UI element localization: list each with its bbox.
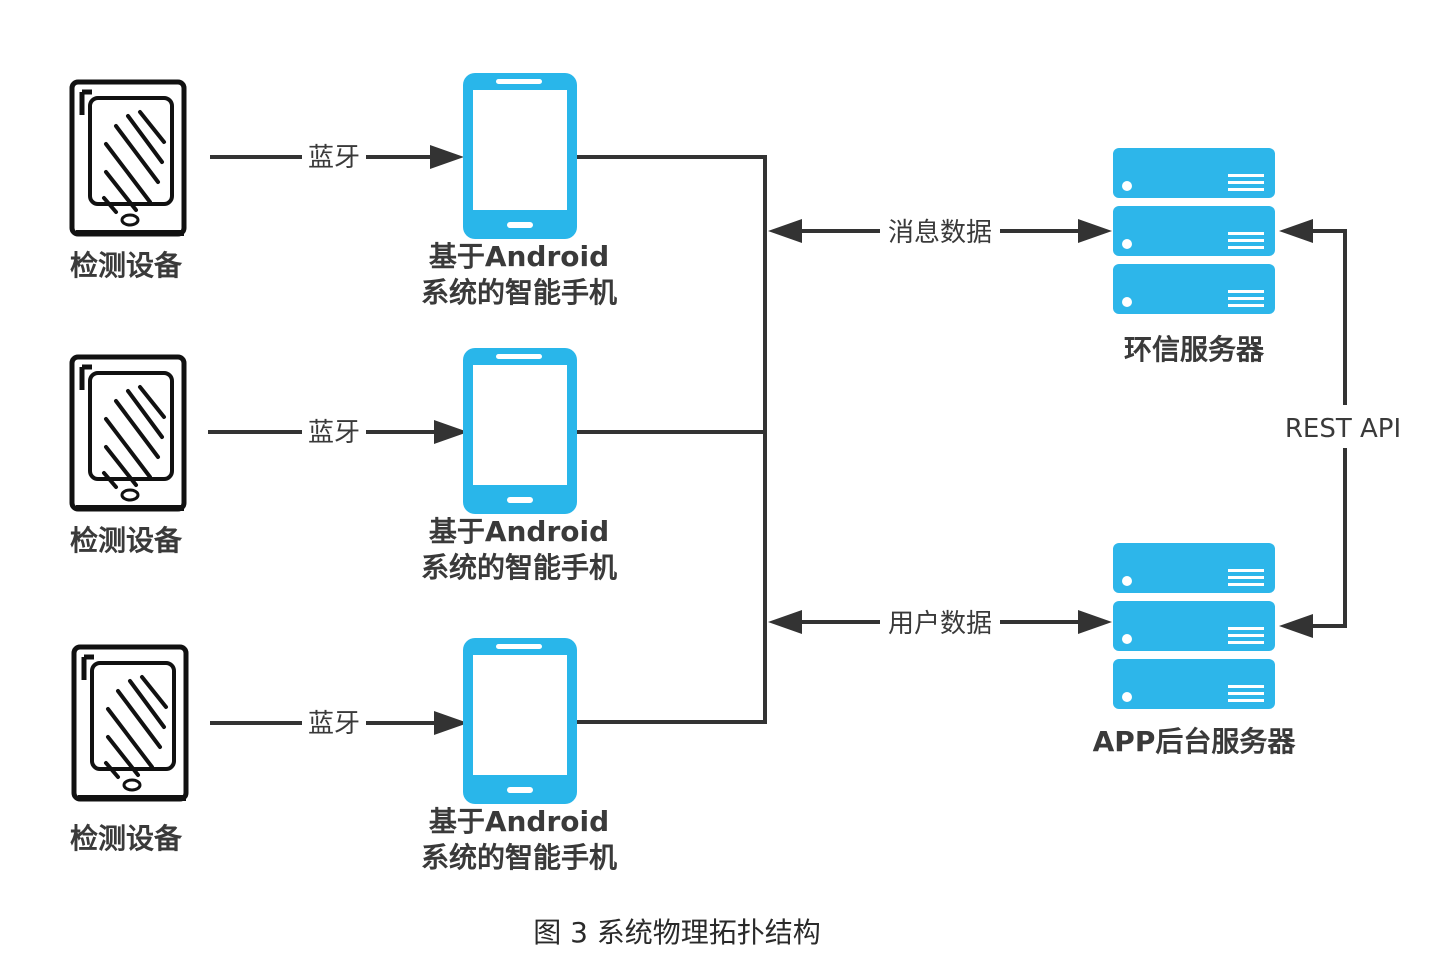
tablet-icon: [72, 82, 184, 236]
arrow-left-icon: [768, 610, 802, 634]
smartphone-icon: [463, 348, 577, 514]
phone-label-line1: 基于Android: [429, 515, 609, 548]
bluetooth-link-2: 蓝牙: [208, 418, 468, 448]
bluetooth-link-3: 蓝牙: [210, 709, 468, 739]
phone-label-line2: 系统的智能手机: [421, 276, 617, 309]
device-label: 检测设备: [70, 249, 183, 282]
app-server-label: APP后台服务器: [1093, 725, 1297, 758]
arrow-right-icon: [1078, 219, 1112, 243]
figure-caption: 图 3 系统物理拓扑结构: [533, 916, 821, 949]
im-server-label: 环信服务器: [1124, 333, 1265, 366]
arrow-right-icon: [434, 711, 468, 735]
message-data-link: 消息数据: [768, 218, 1112, 248]
bluetooth-label: 蓝牙: [308, 143, 360, 173]
phone-label-line1: 基于Android: [429, 805, 609, 838]
rest-api-link: REST API: [1279, 219, 1401, 638]
android-phone-3: 基于Android 系统的智能手机: [421, 638, 617, 874]
smartphone-icon: [463, 73, 577, 239]
user-data-label: 用户数据: [888, 609, 992, 639]
arrow-right-icon: [430, 145, 464, 169]
device-label: 检测设备: [70, 524, 183, 557]
detection-device-3: 检测设备: [70, 647, 186, 855]
server-rack-icon: [1113, 543, 1275, 709]
device-label: 检测设备: [70, 822, 183, 855]
phone-label-line2: 系统的智能手机: [421, 551, 617, 584]
android-phone-2: 基于Android 系统的智能手机: [421, 348, 617, 584]
im-server: 环信服务器: [1113, 148, 1275, 366]
phone-label-line2: 系统的智能手机: [421, 841, 617, 874]
phone-bus: [577, 155, 767, 724]
smartphone-icon: [463, 638, 577, 804]
android-phone-1: 基于Android 系统的智能手机: [421, 73, 617, 309]
bluetooth-label: 蓝牙: [308, 709, 360, 739]
arrow-right-icon: [1078, 610, 1112, 634]
server-rack-icon: [1113, 148, 1275, 314]
detection-device-1: 检测设备: [70, 82, 184, 282]
user-data-link: 用户数据: [768, 609, 1112, 639]
bluetooth-label: 蓝牙: [308, 418, 360, 448]
bluetooth-link-1: 蓝牙: [210, 143, 464, 173]
rest-api-label: REST API: [1285, 414, 1401, 444]
arrow-left-icon: [1279, 219, 1313, 243]
message-data-label: 消息数据: [888, 218, 992, 248]
arrow-left-icon: [768, 219, 802, 243]
app-backend-server: APP后台服务器: [1093, 543, 1297, 758]
tablet-icon: [74, 647, 186, 801]
arrow-left-icon: [1279, 614, 1313, 638]
phone-label-line1: 基于Android: [429, 240, 609, 273]
arrow-right-icon: [434, 420, 468, 444]
tablet-icon: [72, 357, 184, 511]
detection-device-2: 检测设备: [70, 357, 184, 557]
